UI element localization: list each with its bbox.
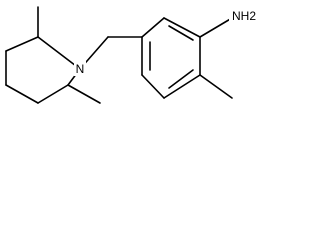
aryl-methyl-bond — [199, 74, 233, 99]
amine-bond — [199, 17, 233, 38]
methyl-bond-bottom — [67, 84, 101, 104]
piperidine-bond — [37, 84, 69, 104]
chemical-structure-diagram: N NH2 — [5, 6, 267, 104]
nitrogen-label: N — [76, 62, 85, 76]
nitrogen-label-background — [74, 60, 86, 76]
aromatic-double-bond — [168, 69, 194, 89]
piperidine-bond — [5, 36, 39, 52]
piperidine-bond — [37, 36, 81, 70]
benzene-bond — [163, 17, 201, 38]
amine-label: NH2 — [232, 9, 256, 23]
aromatic-double-bond — [168, 25, 194, 41]
benzene-bond — [141, 74, 165, 99]
benzene-bond — [163, 74, 201, 99]
benzene-bond — [141, 17, 165, 38]
piperidine-bond — [5, 84, 39, 104]
amine-label-background — [229, 6, 267, 24]
structure-canvas: N NH2 — [0, 0, 269, 126]
